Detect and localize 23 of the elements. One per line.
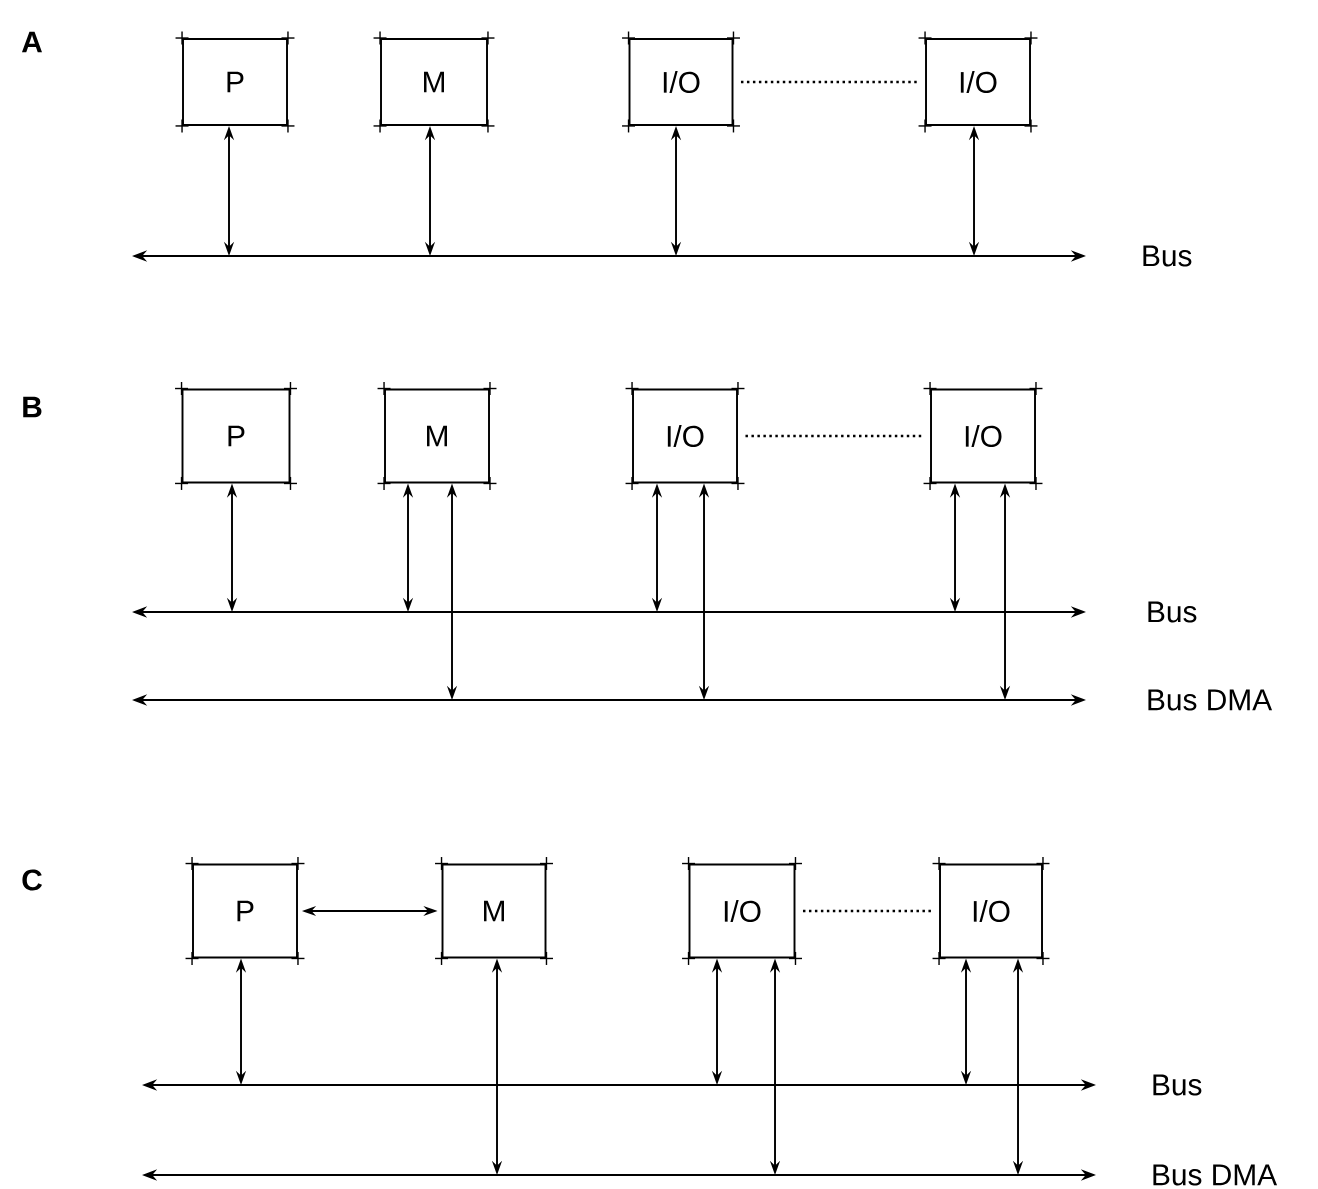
process-box: I/O [624, 381, 746, 491]
process-box: I/O [917, 30, 1039, 134]
process-box: M [376, 381, 498, 491]
bus-label: Bus [1153, 1074, 1202, 1096]
dotted-line [745, 434, 923, 438]
process-box: P [174, 381, 298, 491]
bus-label: Bus [1143, 245, 1192, 267]
process-box: I/O [681, 856, 803, 966]
dotted-line [741, 80, 918, 84]
panel-letter: C [22, 869, 42, 891]
process-box: P [174, 30, 296, 134]
process-box: I/O [922, 381, 1044, 491]
process-box: I/O [931, 856, 1051, 966]
panel-letter: A [21, 31, 42, 53]
process-box: P [184, 856, 306, 966]
process-box: I/O [621, 30, 741, 134]
process-box: M [434, 856, 554, 966]
process-box: M [372, 30, 496, 134]
dotted-line [803, 909, 932, 913]
bus-label: Bus DMA [1153, 1164, 1278, 1186]
panel-letter: B [23, 396, 42, 418]
bus-label: Bus DMA [1148, 689, 1273, 711]
bus-label: Bus [1148, 601, 1197, 623]
